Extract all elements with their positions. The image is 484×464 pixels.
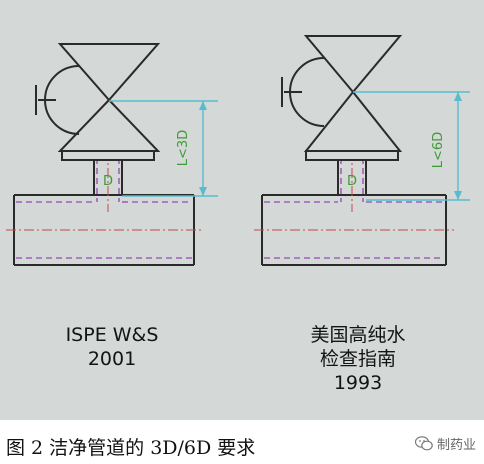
branch-pipe-left xyxy=(93,150,123,212)
dimension-left xyxy=(109,100,218,197)
dimension-label-right: L<6D xyxy=(431,132,446,168)
diagram-drawing: L<3D D xyxy=(6,35,470,266)
valve-flange-left xyxy=(61,150,155,161)
caption-right-line-1: 美国高纯水 xyxy=(310,324,406,346)
caption-left-line-2: 2001 xyxy=(87,348,137,370)
caption-right-line-3: 1993 xyxy=(333,372,383,394)
pipe-diameter-label-left: D xyxy=(103,174,113,189)
valve-body-left xyxy=(35,43,161,152)
wechat-icon xyxy=(414,436,433,451)
pipe-diameter-label-right: D xyxy=(347,174,357,189)
pipe-lining-right xyxy=(264,201,444,259)
diagram-caption-right: 美国高纯水 检查指南 1993 xyxy=(288,323,428,395)
watermark-text: 制药业 xyxy=(436,438,476,453)
figure-caption: 图 2 洁净管道的 3D/6D 要求 xyxy=(6,437,256,459)
pipe-lining-left xyxy=(16,201,192,259)
dimension-label-left: L<3D xyxy=(176,130,191,166)
watermark: 制药业 xyxy=(414,434,476,453)
valve-flange-right xyxy=(305,150,399,161)
diagram-right: L<6D D xyxy=(254,35,470,266)
branch-pipe-right xyxy=(337,150,367,212)
caption-left-line-1: ISPE W&S xyxy=(65,324,159,346)
caption-right-line-2: 检查指南 xyxy=(319,348,396,370)
dimension-right xyxy=(353,91,470,201)
diagram-caption-left: ISPE W&S 2001 xyxy=(48,323,176,371)
diagram-left: L<3D D xyxy=(6,43,218,266)
valve-body-right xyxy=(281,35,403,152)
diagram-panel xyxy=(0,0,484,420)
